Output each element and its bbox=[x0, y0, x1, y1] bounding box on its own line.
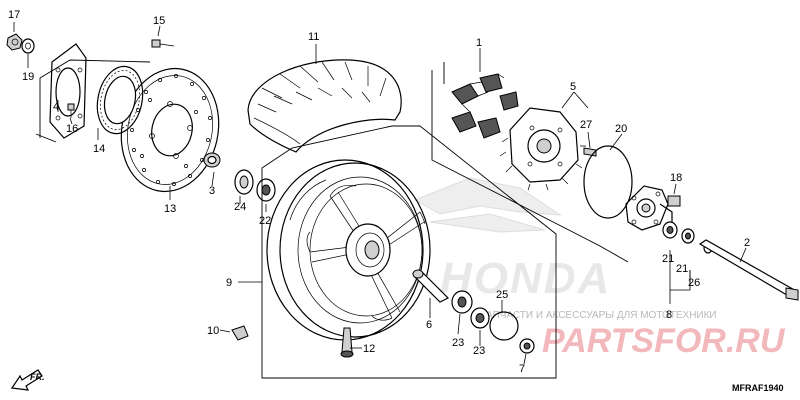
distance-collar-6 bbox=[412, 269, 450, 303]
leaders bbox=[13, 22, 747, 365]
callout-26: 26 bbox=[688, 277, 700, 289]
washer-19 bbox=[21, 38, 35, 54]
callout-21-b: 21 bbox=[676, 263, 688, 275]
callout-22: 22 bbox=[259, 215, 271, 227]
callout-4: 4 bbox=[53, 101, 59, 113]
collar-3 bbox=[203, 152, 221, 168]
callout-23-a: 23 bbox=[452, 337, 464, 349]
final-driven-flange bbox=[499, 107, 586, 191]
diagram-code: MFRAF1940 bbox=[732, 383, 784, 393]
pulser-ring bbox=[96, 65, 144, 135]
bearing-21-b bbox=[681, 228, 695, 244]
callout-23-b: 23 bbox=[473, 345, 485, 357]
callout-3: 3 bbox=[209, 185, 215, 197]
bearing-21-a bbox=[662, 221, 678, 239]
watermark: HONDA ЗАПЧАСТИ И АКСЕССУАРЫ ДЛЯ МОТОТЕХН… bbox=[413, 177, 786, 360]
bolt-18 bbox=[667, 195, 681, 207]
axle-flange-8 bbox=[625, 185, 673, 231]
honda-wing-logo bbox=[413, 177, 562, 233]
callout-20: 20 bbox=[615, 123, 627, 135]
callout-27: 27 bbox=[580, 119, 592, 131]
callout-18: 18 bbox=[670, 172, 682, 184]
front-direction-arrow: FR. bbox=[10, 369, 45, 391]
callout-24: 24 bbox=[234, 201, 246, 213]
callout-17: 17 bbox=[8, 9, 20, 21]
damper-rubbers bbox=[451, 73, 519, 139]
group-frame-wheel bbox=[261, 125, 557, 379]
group-frame-flange bbox=[431, 70, 629, 263]
callout-7: 7 bbox=[519, 363, 525, 375]
callout-14: 14 bbox=[93, 143, 105, 155]
callout-5: 5 bbox=[570, 81, 576, 93]
tyre bbox=[247, 59, 402, 153]
rear-axle-2 bbox=[698, 239, 799, 301]
callout-16: 16 bbox=[66, 123, 78, 135]
callout-10: 10 bbox=[207, 325, 219, 337]
callout-13: 13 bbox=[164, 203, 176, 215]
bolt-15 bbox=[151, 39, 175, 48]
nut-17 bbox=[6, 33, 23, 51]
watermark-brand: PARTSFOR.RU bbox=[542, 322, 786, 360]
dust-seal-24 bbox=[234, 169, 254, 195]
callout-1: 1 bbox=[476, 37, 482, 49]
callout-15: 15 bbox=[153, 15, 165, 27]
bearing-23-b bbox=[470, 307, 490, 329]
callout-21-a: 21 bbox=[662, 253, 674, 265]
callout-6: 6 bbox=[426, 319, 432, 331]
balance-weight-10 bbox=[231, 325, 249, 341]
callout-19: 19 bbox=[22, 71, 34, 83]
group-frame-brake bbox=[35, 59, 151, 143]
arrow-icon bbox=[10, 369, 43, 391]
o-ring-25 bbox=[489, 311, 519, 341]
brake-disc bbox=[120, 67, 220, 193]
bolt-16 bbox=[67, 103, 75, 118]
watermark-tagline: ЗАПЧАСТИ И АКСЕССУАРЫ ДЛЯ МОТОТЕХНИКИ bbox=[480, 310, 717, 321]
collar-7 bbox=[519, 338, 535, 354]
callout-12: 12 bbox=[363, 343, 375, 355]
bearing-22 bbox=[256, 178, 276, 202]
callout-2: 2 bbox=[744, 237, 750, 249]
callout-labels: 1 2 3 4 5 6 7 8 9 10 11 12 13 14 15 16 1… bbox=[8, 9, 750, 375]
callout-25: 25 bbox=[496, 289, 508, 301]
callout-9: 9 bbox=[226, 277, 232, 289]
tire-valve-12 bbox=[340, 327, 354, 358]
direction-label: FR. bbox=[30, 372, 45, 382]
snap-ring-20 bbox=[583, 145, 633, 219]
rear-wheel bbox=[266, 159, 431, 341]
callout-11: 11 bbox=[308, 31, 319, 43]
callout-8: 8 bbox=[666, 309, 672, 321]
bearing-23-a bbox=[451, 290, 473, 314]
